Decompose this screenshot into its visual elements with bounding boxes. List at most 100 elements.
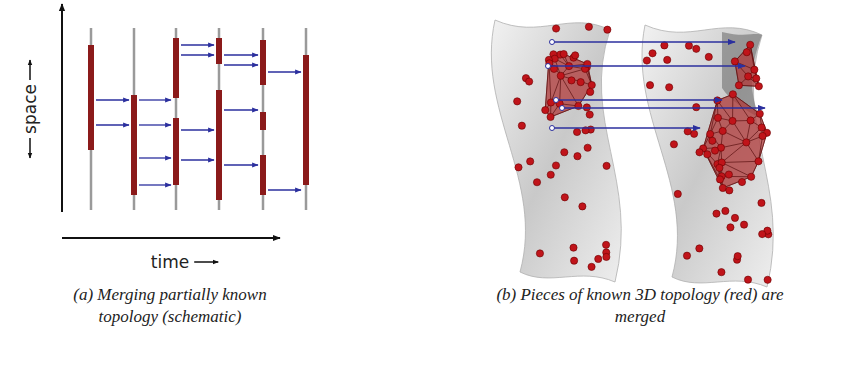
sample-point	[603, 162, 610, 169]
sample-point	[756, 110, 763, 117]
sample-point	[683, 252, 690, 259]
direction-arrow	[29, 138, 31, 158]
sample-point	[514, 98, 521, 105]
schematic	[30, 4, 306, 262]
known-segment	[260, 155, 266, 195]
sample-point	[526, 78, 533, 85]
merge-arrow	[181, 159, 214, 160]
sample-point	[587, 88, 594, 95]
sample-point	[705, 53, 712, 60]
time-slice	[175, 28, 178, 210]
sample-point	[572, 52, 579, 59]
time-axis	[62, 237, 280, 239]
time-slice	[90, 28, 93, 210]
sample-point	[759, 231, 766, 238]
sample-point	[685, 42, 692, 49]
known-segment	[131, 95, 137, 195]
sample-point	[755, 158, 762, 165]
merge-arrow	[552, 127, 700, 129]
sample-point	[574, 153, 581, 160]
time-slice	[133, 28, 136, 210]
sample-point	[557, 72, 564, 79]
merge-arrow	[268, 189, 301, 190]
sample-point	[603, 253, 610, 260]
sample-point	[646, 82, 653, 89]
merge-arrow	[556, 99, 722, 101]
sample-point	[716, 176, 723, 183]
direction-arrow	[29, 60, 31, 80]
merge-arrow	[139, 99, 171, 100]
sample-point	[758, 199, 765, 206]
arrow-origin	[560, 106, 565, 111]
sample-point	[704, 151, 711, 158]
sample-point	[729, 91, 736, 98]
sample-point	[747, 41, 754, 48]
direction-arrow	[194, 261, 218, 263]
sample-point	[533, 179, 540, 186]
sample-point	[729, 117, 736, 124]
merge-arrow	[96, 124, 129, 125]
sample-point	[707, 130, 714, 137]
sample-point	[743, 49, 750, 56]
axis-label: space	[20, 84, 40, 134]
sample-point	[518, 122, 525, 129]
sample-point	[709, 137, 716, 144]
merge-arrow	[224, 109, 258, 110]
sample-point	[738, 178, 745, 185]
sample-point	[664, 56, 671, 63]
sample-point	[573, 128, 580, 135]
sample-point	[515, 164, 522, 171]
known-segment	[260, 112, 266, 130]
merge-arrow	[181, 54, 214, 55]
sample-point	[586, 111, 593, 118]
sample-point	[748, 173, 755, 180]
sample-point	[714, 114, 721, 121]
merge-arrow	[548, 65, 745, 67]
sample-point	[542, 107, 549, 114]
surfaces	[491, 20, 773, 287]
time-slice	[218, 28, 221, 210]
merge-arrow	[181, 129, 214, 130]
sample-point	[726, 187, 733, 194]
sample-point	[758, 124, 765, 131]
sample-point	[561, 149, 568, 156]
merge-arrow	[96, 99, 129, 100]
sample-point	[725, 171, 732, 178]
sample-point	[649, 50, 656, 57]
merge-arrow	[181, 44, 214, 45]
known-segment	[88, 45, 94, 150]
sample-point	[552, 25, 559, 32]
known-segment	[260, 40, 266, 85]
sample-point	[718, 269, 725, 276]
sample-point	[734, 253, 741, 260]
merge-arrow	[139, 184, 171, 185]
sample-point	[588, 81, 595, 88]
sample-point	[568, 77, 575, 84]
time-slice	[262, 28, 265, 210]
sample-point	[753, 75, 760, 82]
surface	[491, 20, 621, 282]
sample-point	[751, 66, 758, 73]
sample-point	[696, 245, 703, 252]
sample-point	[536, 250, 543, 257]
sample-point	[735, 82, 742, 89]
sample-point	[713, 210, 720, 217]
sample-point	[684, 128, 691, 135]
sample-point	[547, 171, 554, 178]
sample-point	[661, 42, 668, 49]
sample-point	[693, 104, 700, 111]
arrow-origin	[550, 126, 555, 131]
sample-point	[740, 221, 747, 228]
sample-point	[747, 117, 754, 124]
merge-arrow	[224, 64, 258, 65]
sample-point	[764, 276, 771, 283]
surface	[642, 25, 773, 287]
known-segment	[173, 118, 179, 185]
time-slice	[305, 28, 308, 210]
sample-point	[585, 23, 592, 30]
sample-point	[743, 139, 750, 146]
known-segment	[303, 55, 309, 185]
sample-point	[571, 257, 578, 264]
sample-point	[579, 203, 586, 210]
sample-point	[716, 164, 723, 171]
